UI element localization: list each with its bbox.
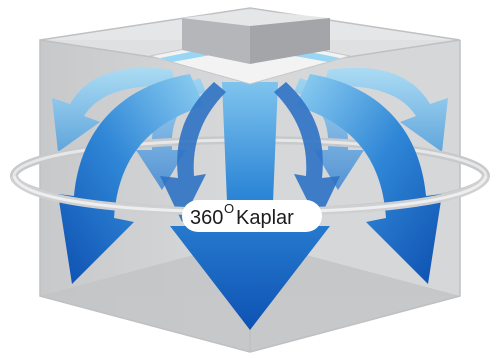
airflow-arrow-outer-right-icon [324, 67, 448, 152]
unit-box-side [250, 18, 330, 64]
ceiling-cassette-ac-icon [149, 10, 351, 85]
back-airflow-arrows [136, 78, 364, 190]
airflow-arrow-outer-left-icon [52, 67, 176, 152]
label-background [182, 200, 322, 232]
label-degree: O [224, 201, 234, 216]
airflow-arrow-inner-right-icon [274, 82, 340, 222]
coverage-label: 360 O Kaplar [182, 200, 322, 232]
airflow-arrow-inner-left-icon [160, 82, 226, 222]
unit-box-top [182, 10, 330, 26]
label-text: Kaplar [236, 207, 294, 229]
airflow-arrow-back-right-icon [294, 78, 364, 190]
airflow-arrow-left-icon [58, 74, 204, 284]
label-number: 360 [190, 207, 223, 229]
airflow-arrow-back-left-icon [136, 78, 206, 190]
unit-box-front [182, 18, 250, 64]
airflow-arrow-right-icon [296, 74, 442, 284]
outer-airflow-arrows [52, 67, 448, 152]
